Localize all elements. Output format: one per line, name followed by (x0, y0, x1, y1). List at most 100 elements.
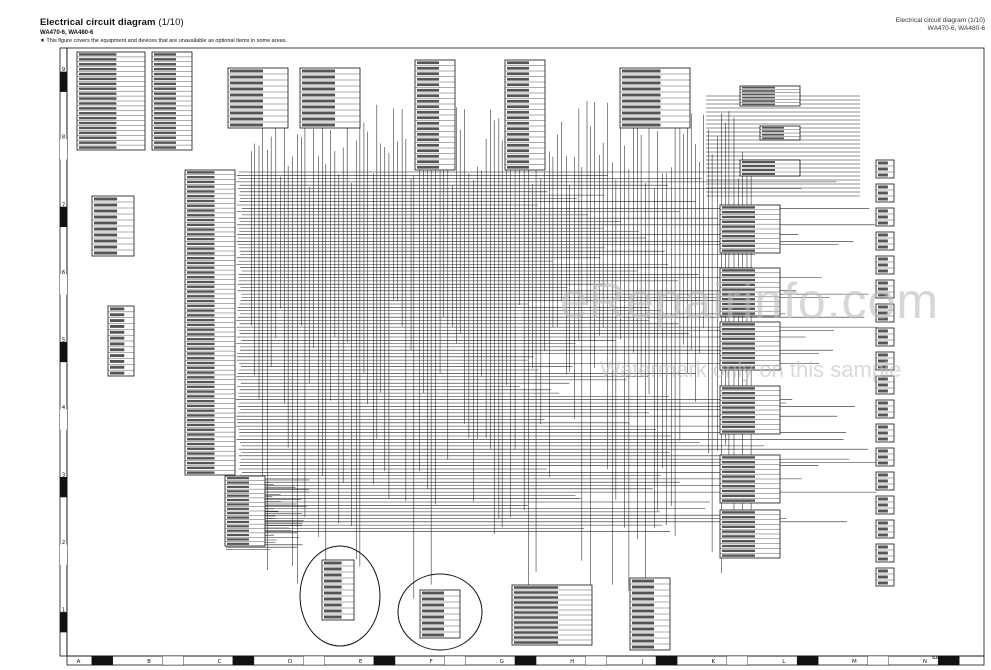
output-connector-3 (875, 207, 895, 227)
cn-l170-block (739, 159, 801, 177)
output-connector-5 (875, 255, 895, 275)
cn-l104-block (739, 85, 801, 107)
row-label-3: 3 (62, 472, 66, 478)
output-connector-8 (875, 327, 895, 347)
under-floor-connector (419, 589, 461, 639)
row-tick (60, 139, 67, 160)
page-number: (1/10) (158, 17, 184, 28)
terminal-strip-left (184, 169, 236, 476)
column-tick (726, 655, 748, 666)
header-right: Electrical circuit diagram (1/10) WA470-… (896, 17, 985, 33)
top-connector-1 (227, 67, 289, 129)
output-connector-13 (875, 447, 895, 467)
header-right-model: WA470-6, WA480-6 (927, 25, 985, 33)
drf-connector-3 (719, 321, 781, 371)
column-label-H: H (570, 659, 574, 665)
column-label-G: G (500, 659, 504, 665)
bypass-harness-oval (299, 545, 381, 647)
top-connector-3 (414, 59, 456, 171)
column-label-D: D (288, 659, 292, 665)
title-text: Electrical circuit diagram (40, 17, 156, 28)
row-label-9: 9 (62, 67, 66, 73)
column-tick (303, 655, 325, 666)
output-connector-9 (875, 351, 895, 371)
cn-l105-block (759, 125, 801, 141)
under-floor-oval (397, 573, 483, 651)
row-tick (60, 544, 67, 565)
watermark-note: Watermark only on this sample (600, 357, 902, 382)
terminal-strip-lower (224, 475, 266, 547)
output-connector-7 (875, 303, 895, 323)
detail-ovals (299, 545, 483, 651)
row-label-8: 8 (62, 135, 66, 141)
column-tick (937, 655, 960, 666)
top-connector-4 (504, 59, 546, 171)
output-connector-15 (875, 495, 895, 515)
column-tick (585, 655, 607, 666)
column-tick (444, 655, 466, 666)
output-connector-2 (875, 183, 895, 203)
watermark: eRepairinfo.com (560, 273, 940, 329)
row-label-2: 2 (62, 540, 66, 546)
column-label-M: M (852, 659, 857, 665)
column-label-E: E (359, 659, 363, 665)
row-tick (60, 274, 67, 295)
row-label-5: 5 (62, 337, 66, 343)
page-title: Electrical circuit diagram (1/10) (40, 17, 184, 28)
model-line: WA470-6, WA480-6 (40, 30, 94, 36)
row-label-7: 7 (62, 202, 66, 208)
output-connector-1 (875, 159, 895, 179)
drf-connector-4 (719, 385, 781, 435)
column-label-B: B (147, 659, 151, 665)
top-connector-2 (299, 67, 361, 129)
drf-connector-6 (719, 509, 781, 559)
column-tick (373, 655, 396, 666)
row-tick (60, 476, 67, 498)
row-tick (60, 409, 67, 430)
row-label-4: 4 (62, 405, 66, 411)
row-tick (60, 71, 67, 92)
output-connector-6 (875, 279, 895, 299)
output-connector-17 (875, 543, 895, 563)
drawing-code: SJB04825 (932, 655, 954, 660)
column-label-C: C (218, 659, 222, 665)
header-right-title: Electrical circuit diagram (1/10) (895, 17, 985, 24)
output-connector-16 (875, 519, 895, 539)
bottom-connector-1 (511, 584, 593, 646)
row-label-1: 1 (62, 608, 66, 614)
top-connector-5 (619, 67, 691, 129)
connector-table-jst2 (151, 51, 193, 151)
column-label-F: F (430, 659, 433, 665)
output-connector-4 (875, 231, 895, 251)
column-tick (162, 655, 184, 666)
output-connector-10 (875, 375, 895, 395)
column-label-J: J (641, 659, 644, 665)
connector-table-jst1 (76, 51, 146, 151)
column-tick (514, 655, 537, 666)
row-tick (60, 341, 67, 363)
output-connector-14 (875, 471, 895, 491)
column-tick (867, 655, 889, 666)
column-label-N: N (923, 659, 927, 665)
side-connector-upper (91, 195, 135, 257)
row-label-6: 6 (62, 270, 66, 276)
column-tick (232, 655, 255, 666)
row-tick (60, 612, 67, 633)
column-label-A: A (77, 659, 81, 665)
side-connector-lower (107, 305, 135, 377)
drf-connector-2 (719, 267, 781, 317)
drf-connector-5 (719, 454, 781, 504)
column-label-L: L (782, 659, 786, 665)
bottom-connector-2 (629, 577, 671, 651)
row-tick (60, 206, 67, 228)
drf-connector-1 (719, 204, 781, 254)
connector-blocks (76, 51, 895, 651)
column-label-K: K (712, 659, 716, 665)
grid-row-labels: 9 8 7 6 5 4 3 2 1 (60, 67, 67, 633)
output-connector-12 (875, 423, 895, 443)
equipment-note: ★ This figure covers the equipment and d… (40, 38, 287, 44)
bypass-connector (321, 559, 355, 621)
column-tick (655, 655, 678, 666)
